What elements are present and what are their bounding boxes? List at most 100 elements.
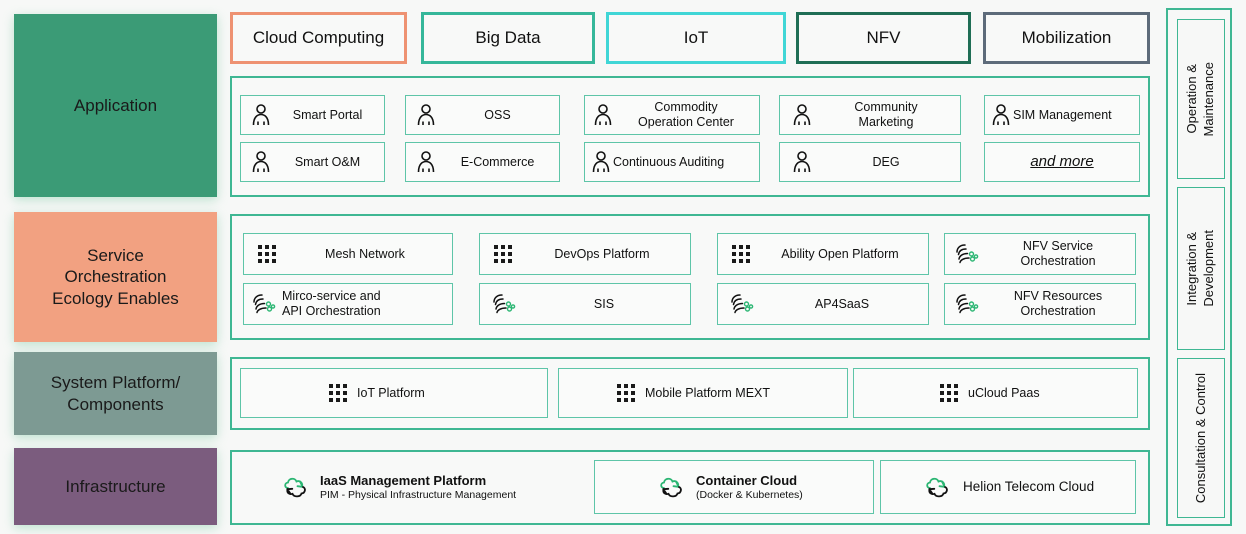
domain-header-label: Big Data xyxy=(475,28,541,47)
system-item-label: IoT Platform xyxy=(357,385,425,400)
domain-header-label: Cloud Computing xyxy=(252,28,385,47)
person-icon xyxy=(416,150,436,174)
service-item-label: NFV Service Orchestration xyxy=(1020,239,1096,268)
grid-dots-icon xyxy=(327,382,349,404)
app-item-continuous-auditing[interactable]: Continuous Auditing xyxy=(584,142,760,182)
app-item-label: DEG xyxy=(872,154,900,169)
person-icon xyxy=(792,150,812,174)
service-item-ap4saas[interactable]: AP4SaaS xyxy=(717,283,929,325)
infra-item-helion-telecom-cloud[interactable]: Helion Telecom Cloud xyxy=(880,460,1136,514)
grid-dots-icon xyxy=(615,382,637,404)
infra-item-title: Helion Telecom Cloud xyxy=(963,478,1095,494)
lifecycle-box-consultation-control[interactable]: Consultation & Control xyxy=(1177,358,1225,518)
service-item-mirco-service-api-orchestration[interactable]: Mirco-service and API Orchestration xyxy=(243,283,453,325)
service-item-sis[interactable]: SIS xyxy=(479,283,691,325)
app-item-label: Smart O&M xyxy=(294,154,361,169)
app-item-label: Commodity Operation Center xyxy=(638,100,734,129)
lifecycle-label: Operation & Maintenance xyxy=(1184,61,1216,137)
infra-item-text: Container Cloud (Docker & Kubernetes) xyxy=(687,473,873,501)
system-item-mobile-platform-mext[interactable]: Mobile Platform MEXT xyxy=(558,368,848,418)
service-item-label: AP4SaaS xyxy=(814,296,870,311)
person-icon xyxy=(591,150,611,174)
app-item-label: SIM Management xyxy=(1013,107,1112,122)
domain-header-nfv[interactable]: NFV xyxy=(796,12,971,64)
person-icon xyxy=(991,103,1011,127)
layer-label-system-text: System Platform/ Components xyxy=(50,373,181,414)
app-item-label: Continuous Auditing xyxy=(613,154,725,169)
layer-label-infrastructure: Infrastructure xyxy=(14,448,217,525)
app-item-smart-om[interactable]: Smart O&M xyxy=(240,142,385,182)
infra-item-subtitle: (Docker & Kubernetes) xyxy=(696,488,803,501)
app-item-smart-portal[interactable]: Smart Portal xyxy=(240,95,385,135)
domain-header-mobilization[interactable]: Mobilization xyxy=(983,12,1150,64)
domain-header-cloud-computing[interactable]: Cloud Computing xyxy=(230,12,407,64)
domain-header-iot[interactable]: IoT xyxy=(606,12,786,64)
layer-label-service-text: Service Orchestration Ecology Enables xyxy=(52,246,179,308)
service-item-label: Mesh Network xyxy=(325,246,405,261)
service-item-label: Mirco-service and API Orchestration xyxy=(282,289,381,318)
infra-item-container-cloud[interactable]: Container Cloud (Docker & Kubernetes) xyxy=(594,460,874,514)
person-icon xyxy=(416,103,436,127)
person-icon xyxy=(593,103,613,127)
service-item-nfv-service-orchestration[interactable]: NFV Service Orchestration xyxy=(944,233,1136,275)
service-item-nfv-resources-orchestration[interactable]: NFV Resources Orchestration xyxy=(944,283,1136,325)
domain-header-label: IoT xyxy=(683,28,709,47)
service-item-devops-platform[interactable]: DevOps Platform xyxy=(479,233,691,275)
lifecycle-box-integration-development[interactable]: Integration & Development xyxy=(1177,187,1225,350)
infra-item-subtitle: PIM - Physical Infrastructure Management xyxy=(320,488,517,501)
system-item-iot-platform[interactable]: IoT Platform xyxy=(240,368,548,418)
app-item-community-marketing[interactable]: Community Marketing xyxy=(779,95,961,135)
infra-item-text: IaaS Management Platform PIM - Physical … xyxy=(311,473,583,501)
cloud-refresh-icon xyxy=(923,474,953,500)
domain-header-label: NFV xyxy=(866,28,901,47)
layer-label-application: Application xyxy=(14,14,217,197)
app-item-label: OSS xyxy=(484,107,511,122)
lifecycle-label: Consultation & Control xyxy=(1192,372,1208,504)
domain-header-big-data[interactable]: Big Data xyxy=(421,12,595,64)
lifecycle-label: Integration & Development xyxy=(1184,230,1216,307)
layer-label-infrastructure-text: Infrastructure xyxy=(65,476,166,496)
app-item-label: Smart Portal xyxy=(292,107,363,122)
orchestration-icon xyxy=(492,292,518,316)
infra-item-iaas-management-platform[interactable]: IaaS Management Platform PIM - Physical … xyxy=(243,460,583,514)
person-icon xyxy=(251,103,271,127)
grid-dots-icon xyxy=(492,243,514,265)
cloud-refresh-icon xyxy=(281,474,311,500)
layer-label-service: Service Orchestration Ecology Enables xyxy=(14,212,217,342)
service-item-label: NFV Resources Orchestration xyxy=(1013,289,1103,318)
service-item-label: SIS xyxy=(593,296,615,311)
system-item-ucloud-paas[interactable]: uCloud Paas xyxy=(853,368,1138,418)
service-item-mesh-network[interactable]: Mesh Network xyxy=(243,233,453,275)
service-item-label: DevOps Platform xyxy=(554,246,650,261)
system-item-label: uCloud Paas xyxy=(968,385,1040,400)
app-item-and-more[interactable]: and more xyxy=(984,142,1140,182)
grid-dots-icon xyxy=(256,243,278,265)
app-item-e-commerce[interactable]: E-Commerce xyxy=(405,142,560,182)
app-item-oss[interactable]: OSS xyxy=(405,95,560,135)
grid-dots-icon xyxy=(730,243,752,265)
person-icon xyxy=(251,150,271,174)
lifecycle-column: Operation & Maintenance Integration & De… xyxy=(1166,8,1232,526)
service-item-label: Ability Open Platform xyxy=(781,246,899,261)
orchestration-icon xyxy=(955,292,981,316)
app-item-label: E-Commerce xyxy=(460,154,535,169)
app-item-deg[interactable]: DEG xyxy=(779,142,961,182)
grid-dots-icon xyxy=(938,382,960,404)
orchestration-icon xyxy=(955,242,981,266)
layer-label-system: System Platform/ Components xyxy=(14,352,217,435)
system-item-label: Mobile Platform MEXT xyxy=(645,385,771,400)
infra-item-title: IaaS Management Platform xyxy=(320,472,487,488)
domain-header-label: Mobilization xyxy=(1021,28,1112,47)
app-item-label: and more xyxy=(1030,153,1094,170)
person-icon xyxy=(792,103,812,127)
app-item-sim-management[interactable]: SIM Management xyxy=(984,95,1140,135)
orchestration-icon xyxy=(730,292,756,316)
app-item-label: Community Marketing xyxy=(854,100,918,129)
app-item-commodity-operation-center[interactable]: Commodity Operation Center xyxy=(584,95,760,135)
lifecycle-box-operation-maintenance[interactable]: Operation & Maintenance xyxy=(1177,19,1225,179)
infra-item-title: Container Cloud xyxy=(696,472,798,488)
service-item-ability-open-platform[interactable]: Ability Open Platform xyxy=(717,233,929,275)
cloud-refresh-icon xyxy=(657,474,687,500)
layer-label-application-text: Application xyxy=(73,95,158,115)
